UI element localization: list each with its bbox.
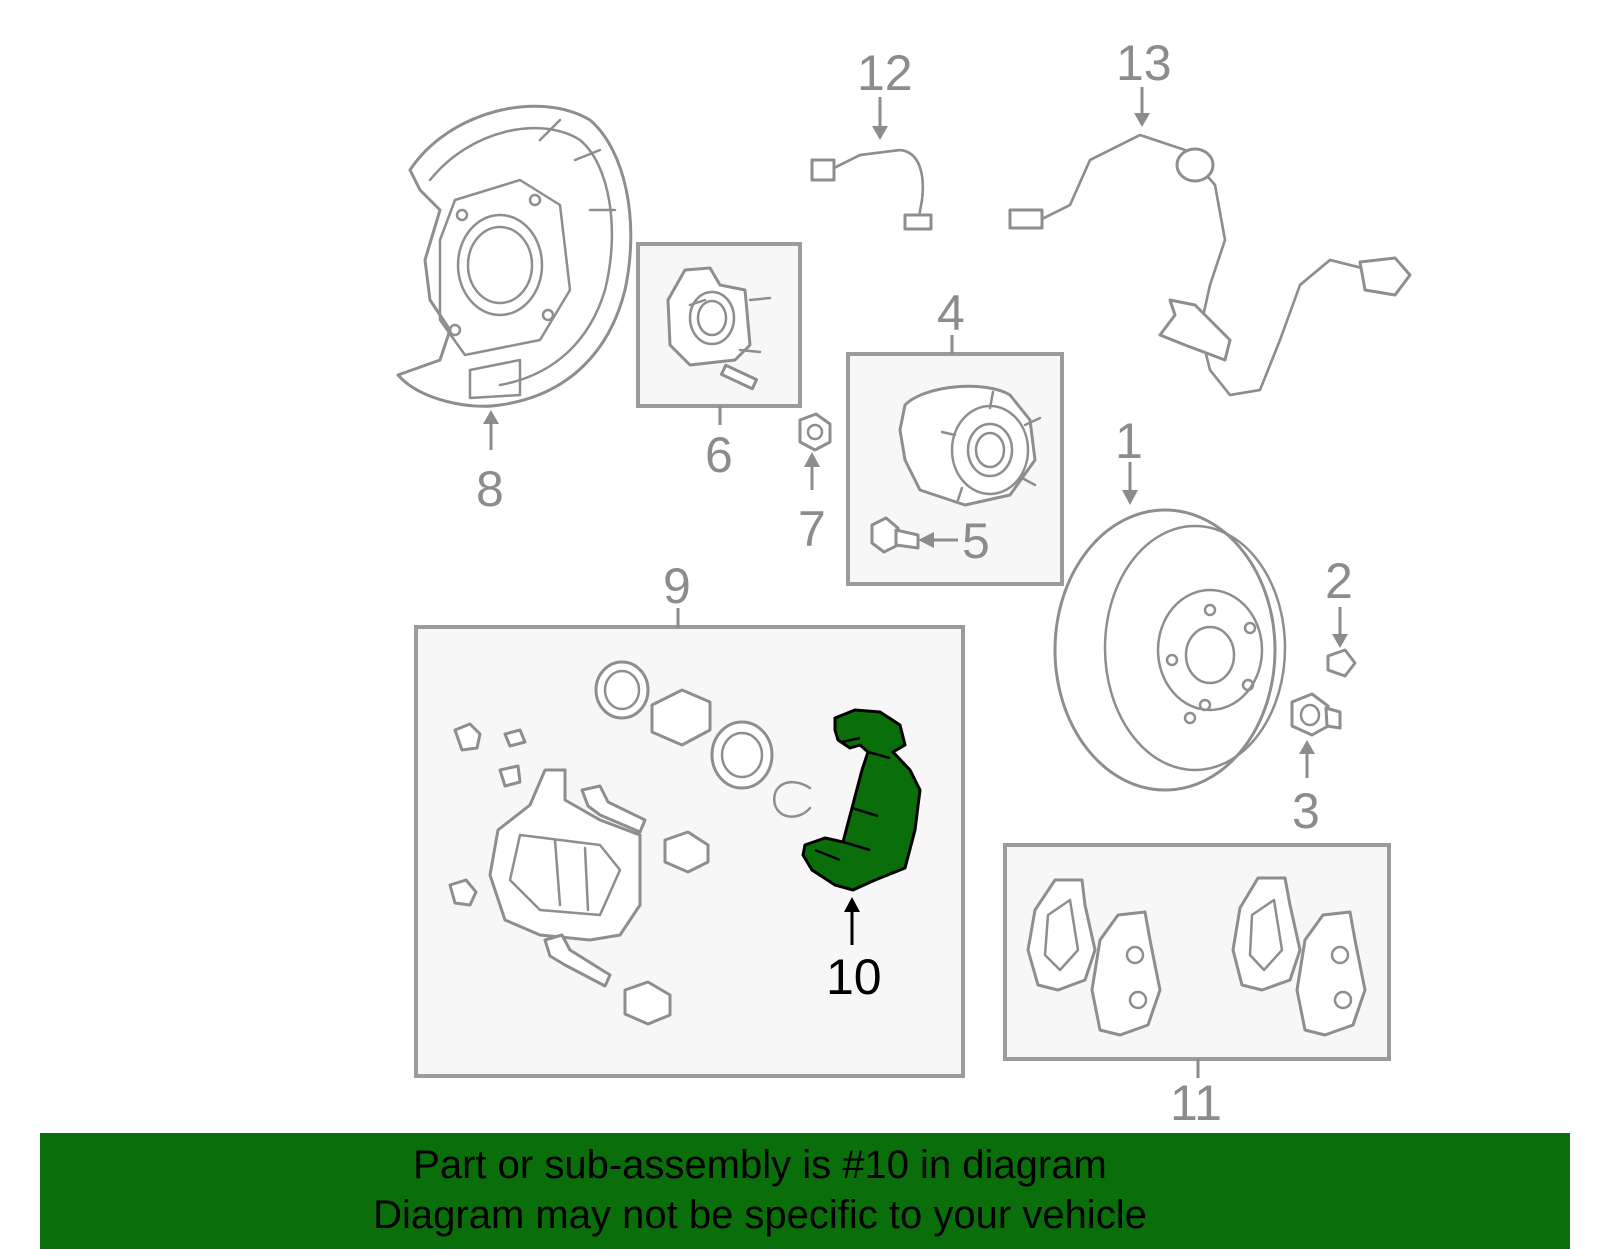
callout-12: 12 <box>857 45 913 101</box>
callout-9: 9 <box>663 558 691 614</box>
part-7-nut <box>798 412 832 452</box>
callout-10: 10 <box>826 949 882 1005</box>
callout-4: 4 <box>937 285 965 341</box>
part-3-hub-nut <box>1290 692 1342 737</box>
arrow-12 <box>872 126 888 140</box>
part-2-cap <box>1326 648 1357 678</box>
callout-2: 2 <box>1325 553 1353 609</box>
part-9-caliper-assembly <box>448 660 812 1026</box>
arrow-5 <box>918 532 934 548</box>
callout-6: 6 <box>705 427 733 483</box>
info-banner: Part or sub-assembly is #10 in diagram D… <box>40 1133 1570 1249</box>
arrow-8 <box>483 410 499 424</box>
callout-13: 13 <box>1116 35 1172 91</box>
callout-1: 1 <box>1115 413 1143 469</box>
part-5-bolt <box>870 516 920 554</box>
arrow-2 <box>1332 634 1348 648</box>
arrow-13 <box>1134 113 1150 127</box>
arrow-10 <box>844 897 860 912</box>
part-6-hub-adapter <box>666 266 772 391</box>
part-11-brake-pads <box>1026 876 1367 1037</box>
part-1-brake-rotor <box>1053 508 1287 792</box>
banner-line-disclaimer: Diagram may not be specific to your vehi… <box>373 1193 1147 1237</box>
part-13-abs-sensor <box>1008 133 1412 397</box>
part-12-brake-hose <box>810 148 933 231</box>
part-8-dust-shield <box>396 104 633 408</box>
part-10-caliper-bracket <box>801 708 922 892</box>
callout-8: 8 <box>476 461 504 517</box>
callout-7: 7 <box>798 501 826 557</box>
arrow-1 <box>1122 490 1138 505</box>
callout-3: 3 <box>1292 783 1320 839</box>
callout-5: 5 <box>962 513 990 569</box>
callout-11: 11 <box>1170 1075 1222 1131</box>
arrow-7 <box>804 452 820 467</box>
arrow-3 <box>1299 740 1315 754</box>
banner-line-part: Part or sub-assembly is #10 in diagram <box>413 1143 1107 1187</box>
part-4-hub-bearing <box>898 384 1042 507</box>
